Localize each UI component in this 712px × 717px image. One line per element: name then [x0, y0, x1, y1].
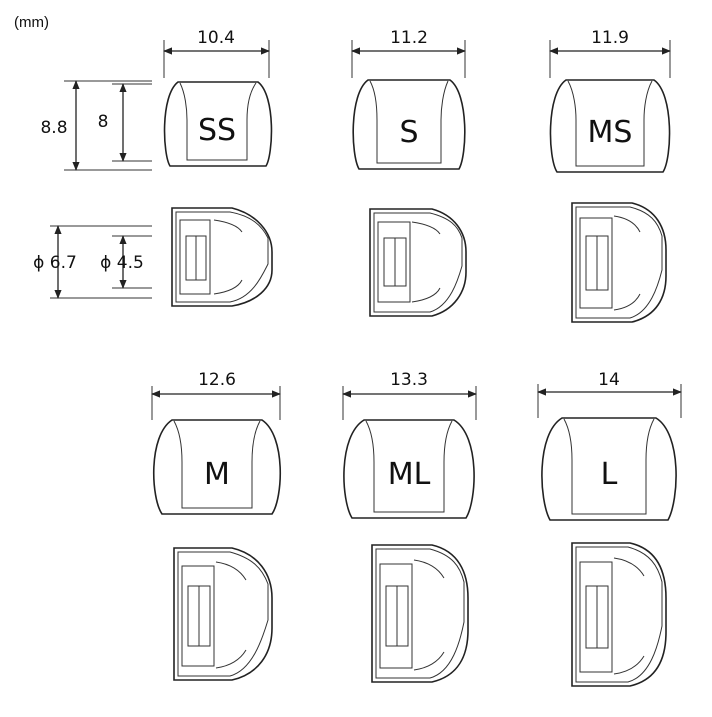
width-dimension-ss: 10.4 [163, 28, 270, 78]
size-label-m: M [204, 457, 230, 492]
outer-height-value: 8.8 [40, 118, 67, 138]
width-dimension-ms: 11.9 [549, 28, 671, 78]
eartip-s: 11.2 S [351, 28, 467, 317]
size-label-ml: ML [388, 457, 431, 492]
size-label-ss: SS [198, 113, 236, 148]
side-view-ss [171, 207, 273, 307]
side-view-ml [371, 544, 469, 683]
width-dimension-l: 14 [537, 370, 682, 418]
front-view-l: L [541, 417, 677, 521]
inner-height-value: 8 [98, 112, 109, 132]
front-view-ms: MS [549, 79, 671, 173]
eartip-ms: 11.9 MS [549, 28, 671, 323]
front-view-m: M [152, 419, 282, 515]
front-view-ml: ML [343, 419, 475, 519]
front-view-s: S [352, 79, 466, 170]
size-label-l: L [601, 457, 618, 492]
side-view-s [369, 208, 467, 317]
diameter-dimensions: ϕ 6.7 ϕ 4.5 [33, 225, 152, 299]
side-view-ms [571, 202, 667, 323]
height-dimensions: 8.8 8 [40, 80, 152, 171]
eartip-m: 12.6 M [151, 370, 282, 681]
width-value-l: 14 [598, 370, 620, 390]
side-view-l [571, 542, 667, 687]
outer-diameter-value: ϕ 6.7 [33, 253, 77, 273]
width-value-ss: 10.4 [197, 28, 235, 48]
width-value-s: 11.2 [390, 28, 428, 48]
width-value-ms: 11.9 [591, 28, 629, 48]
eartip-l: 14 L [537, 370, 682, 687]
width-dimension-m: 12.6 [151, 370, 281, 420]
inner-diameter-value: ϕ 4.5 [100, 253, 144, 273]
unit-label: (mm) [14, 14, 49, 31]
width-value-m: 12.6 [198, 370, 236, 390]
size-label-s: S [399, 115, 418, 150]
size-label-ms: MS [588, 115, 633, 150]
eartip-ml: 13.3 ML [342, 370, 477, 683]
width-value-ml: 13.3 [390, 370, 428, 390]
width-dimension-ml: 13.3 [342, 370, 477, 420]
width-dimension-s: 11.2 [351, 28, 466, 78]
side-view-m [173, 547, 273, 681]
front-view-ss: SS [163, 81, 273, 167]
eartip-ss: 10.4 SS [163, 28, 273, 307]
